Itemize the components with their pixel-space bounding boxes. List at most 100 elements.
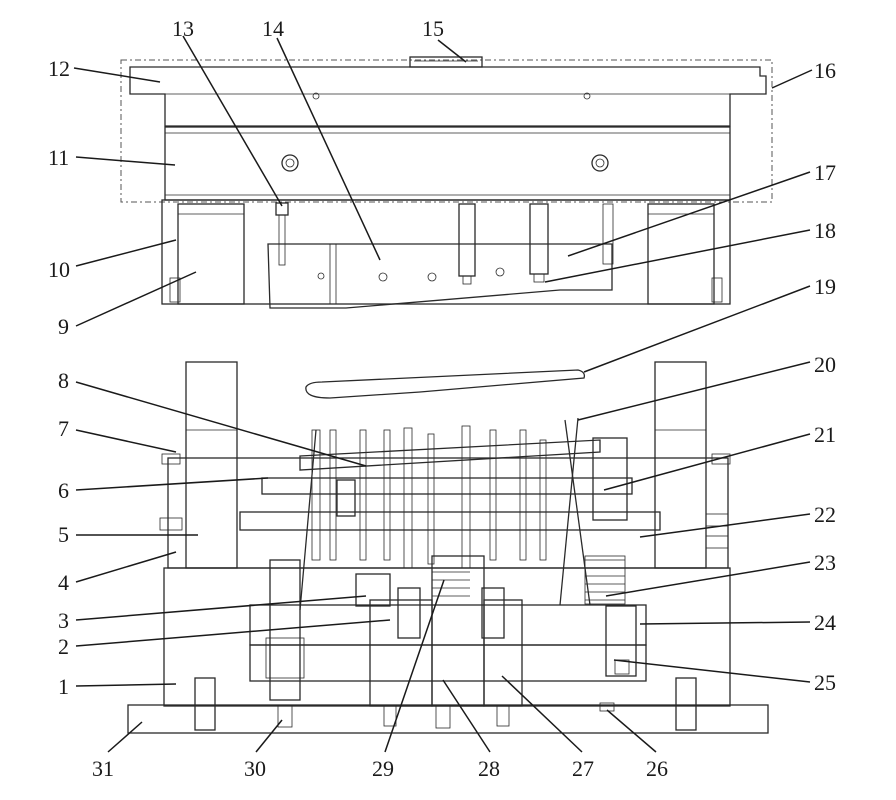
leader-9 — [75, 271, 197, 327]
spring-coil — [432, 571, 470, 597]
punch-a-tip — [462, 275, 472, 285]
punch-28-body — [431, 555, 485, 707]
pin — [427, 433, 435, 565]
callout-22: 22 — [814, 502, 836, 527]
side-screw-right-a — [705, 513, 729, 527]
block-21 — [592, 437, 628, 521]
leader-15 — [437, 39, 467, 63]
stop-pin-left — [169, 277, 181, 303]
side-screw-left — [159, 517, 183, 531]
callout-3: 3 — [58, 608, 69, 633]
pin — [519, 429, 527, 561]
callout-12: 12 — [48, 56, 70, 81]
pin — [383, 429, 391, 561]
pin — [311, 429, 321, 561]
leader-28 — [442, 679, 491, 753]
guide-post-right-foot — [675, 677, 697, 731]
pin — [539, 439, 547, 561]
punch-29-body — [369, 599, 433, 707]
callout-15: 15 — [422, 16, 444, 41]
leader-31 — [107, 721, 143, 753]
formed-part — [305, 369, 586, 399]
callout-14: 14 — [262, 16, 284, 41]
stripper-hole-3 — [495, 267, 505, 277]
guide-post-left-foot — [194, 677, 216, 731]
stripper-plate — [267, 243, 613, 309]
leader-4 — [75, 551, 177, 583]
pin-array — [311, 425, 547, 569]
callout-16: 16 — [814, 58, 836, 83]
cross-pin-c — [299, 429, 317, 611]
die-plate-lower-band — [249, 644, 647, 682]
leader-25 — [613, 659, 811, 683]
callout-11: 11 — [48, 145, 69, 170]
spring-right — [584, 555, 626, 605]
callout-21: 21 — [814, 422, 836, 447]
callout-13: 13 — [172, 16, 194, 41]
callout-24: 24 — [814, 610, 836, 635]
leader-26 — [606, 709, 657, 753]
leader-24 — [639, 621, 811, 625]
bolt-right — [711, 453, 731, 465]
callout-29: 29 — [372, 756, 394, 781]
spring-coil — [585, 559, 625, 601]
upper-plate-hole-left — [312, 92, 320, 100]
cross-pin-a — [564, 419, 591, 606]
stripper-hole-1 — [378, 272, 388, 282]
upper-die-set-outline — [120, 59, 773, 203]
callout-19: 19 — [814, 274, 836, 299]
stop-pin-right — [711, 277, 723, 303]
guide-post-left — [185, 361, 238, 569]
leader-18 — [544, 229, 811, 283]
pin — [489, 429, 497, 561]
stripper-rail-6 — [261, 477, 633, 495]
screw-head-left — [281, 154, 299, 172]
leader-10 — [75, 239, 177, 267]
callout-8: 8 — [58, 368, 69, 393]
upper-plate — [129, 66, 767, 127]
leader-17 — [567, 171, 811, 257]
screw-head-right — [591, 154, 609, 172]
callout-23: 23 — [814, 550, 836, 575]
leader-lines — [73, 35, 813, 753]
leader-1 — [75, 683, 177, 687]
block-2b — [481, 587, 505, 639]
leader-12 — [73, 67, 161, 83]
callout-25: 25 — [814, 670, 836, 695]
screw-socket-right — [595, 158, 605, 168]
leader-16 — [771, 69, 813, 89]
shank — [409, 56, 483, 68]
stripper-bolt-30-head — [265, 637, 305, 679]
leader-3 — [75, 595, 367, 621]
upper-die-block — [161, 199, 731, 305]
bolt-foot-29 — [383, 705, 397, 727]
lower-die-block — [167, 457, 729, 569]
leader-21 — [603, 433, 811, 491]
leader-30 — [255, 719, 283, 753]
callout-27: 27 — [572, 756, 594, 781]
spring-envelope — [584, 555, 626, 605]
cross-pin-b — [559, 417, 579, 606]
pin-left — [329, 243, 337, 305]
bolt-foot-27 — [496, 705, 510, 727]
stripper-hole-4 — [317, 272, 325, 280]
bolt-foot-28 — [435, 705, 451, 729]
callout-28: 28 — [478, 756, 500, 781]
leader-13 — [182, 35, 283, 207]
callout-2: 2 — [58, 634, 69, 659]
callout-9: 9 — [58, 314, 69, 339]
pin-right — [602, 203, 614, 265]
leader-29 — [384, 579, 445, 753]
pin — [403, 427, 413, 569]
punch-a — [458, 203, 476, 277]
block-3 — [355, 573, 391, 607]
leader-8 — [75, 381, 367, 467]
callout-5: 5 — [58, 522, 69, 547]
die-plate-upper-band — [249, 604, 647, 646]
stripper-hole-2 — [427, 272, 437, 282]
leader-7 — [75, 429, 177, 453]
callout-1: 1 — [58, 674, 69, 699]
pin — [329, 429, 337, 561]
